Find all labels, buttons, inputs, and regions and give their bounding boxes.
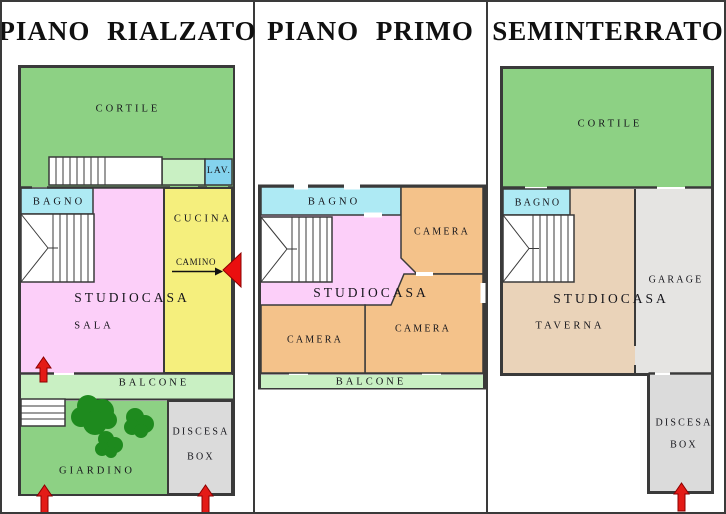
room-camera-2 xyxy=(260,304,366,374)
label-camera-2: CAMERA xyxy=(287,334,343,346)
room-discesa-box-3 xyxy=(650,375,711,491)
label-garage: GARAGE xyxy=(648,274,704,286)
label-cortile-1: CORTILE xyxy=(95,103,161,115)
label-camera-1: CAMERA xyxy=(414,226,470,238)
label-taverna: TAVERNA xyxy=(535,320,605,332)
label-discesa-1: DISCESA xyxy=(172,426,230,438)
label-bagno-1: BAGNO xyxy=(32,196,86,208)
label-lav: LAV. xyxy=(206,166,232,176)
door-gaps-2 xyxy=(294,184,486,303)
label-sala: SALA xyxy=(74,320,114,332)
tree-icons xyxy=(71,395,154,458)
camino-arrow xyxy=(172,267,223,276)
label-balcone-1: BALCONE xyxy=(118,377,190,389)
room-cortile-3 xyxy=(503,69,711,187)
entrance-arrow-box-1 xyxy=(197,484,214,512)
stairs-main-2 xyxy=(260,216,333,283)
label-bagno-2: BAGNO xyxy=(307,196,361,208)
room-cucina xyxy=(163,187,233,374)
label-cucina: CUCINA xyxy=(173,213,233,225)
label-studiocasa-2: STUDIOCASA xyxy=(313,285,429,300)
panel-title-piano-primo: PIANO PRIMO xyxy=(267,15,474,46)
room-discesa-box-1 xyxy=(167,400,233,495)
room-ripostiglio xyxy=(161,158,206,186)
entrance-arrow-box-3 xyxy=(673,482,690,512)
label-box-3: BOX xyxy=(670,439,698,451)
fireplace-icon xyxy=(222,251,242,289)
room-lav xyxy=(204,158,233,186)
room-balcone-2 xyxy=(261,375,483,388)
panel-title-piano-rialzato: PIANO RIALZATO xyxy=(0,15,257,46)
entrance-arrow-giardino xyxy=(36,484,53,512)
stairs-cortile xyxy=(48,156,163,186)
stairs-main-3 xyxy=(502,214,575,283)
plan-piano-primo xyxy=(258,184,486,390)
panel-divider-1 xyxy=(253,2,255,512)
room-bagno-1 xyxy=(20,187,94,215)
entrance-arrow-sala xyxy=(35,356,52,383)
room-balcone-1 xyxy=(21,375,233,399)
plan-seminterrato xyxy=(500,66,714,512)
label-giardino: GIARDINO xyxy=(59,465,135,477)
stairs-main-1 xyxy=(20,213,95,283)
label-cortile-3: CORTILE xyxy=(577,118,643,130)
label-studiocasa-3: STUDIOCASA xyxy=(553,291,669,306)
panel-title-seminterrato: SEMINTERRATO xyxy=(492,15,724,46)
label-discesa-3: DISCESA xyxy=(655,417,713,429)
room-bagno-2 xyxy=(260,186,402,216)
label-camera-3: CAMERA xyxy=(395,323,451,335)
stairs-giardino xyxy=(20,398,66,427)
label-bagno-3: BAGNO xyxy=(514,197,562,209)
label-box-1: BOX xyxy=(187,451,215,463)
label-balcone-2: BALCONE xyxy=(335,376,407,388)
label-studiocasa-1: STUDIOCASA xyxy=(74,290,190,305)
label-camino: CAMINO xyxy=(175,257,217,267)
room-garage xyxy=(635,189,711,373)
plan-piano-rialzato xyxy=(18,65,242,512)
panel-divider-2 xyxy=(486,2,488,512)
room-bagno-3 xyxy=(502,188,571,216)
